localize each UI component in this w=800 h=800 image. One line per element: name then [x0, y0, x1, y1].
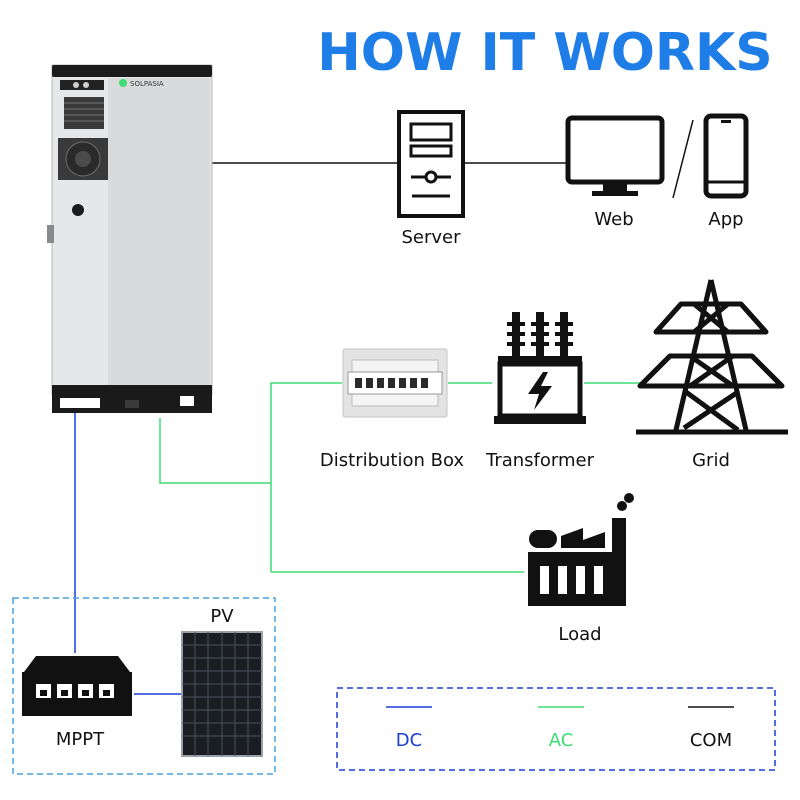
monitor-icon [565, 115, 665, 196]
distribution-box-icon [342, 348, 448, 418]
server-icon [397, 110, 465, 218]
pv-mppt-frame [12, 597, 276, 775]
battery-cabinet: SOLPASIA [47, 64, 213, 413]
separator-slash [672, 119, 694, 199]
legend-ac-label: AC [549, 730, 574, 751]
solar-panel-icon [181, 631, 263, 757]
legend-com-label: COM [690, 730, 732, 751]
legend-dc-label: DC [396, 730, 422, 751]
load-label: Load [558, 624, 601, 645]
transformer-label: Transformer [485, 450, 595, 471]
brand-logo: SOLPASIA [130, 80, 164, 88]
server-label: Server [401, 227, 461, 248]
legend-frame [336, 687, 776, 771]
web-label: Web [594, 209, 633, 230]
app-label: App [708, 209, 743, 230]
grid-label: Grid [692, 450, 730, 471]
mppt-icon [22, 656, 132, 716]
phone-icon [703, 113, 749, 199]
legend: DC AC COM [386, 706, 734, 751]
ac-line-cabinet [159, 418, 271, 484]
pv-label: PV [210, 606, 234, 627]
page-title: HOW IT WORKS [317, 23, 772, 83]
mppt-label: MPPT [56, 729, 105, 750]
factory-icon [528, 493, 634, 606]
transformer-icon [494, 312, 586, 424]
distribution-box-label: Distribution Box [320, 450, 465, 471]
ac-line-distribution [270, 382, 342, 572]
power-tower-icon [636, 279, 788, 435]
